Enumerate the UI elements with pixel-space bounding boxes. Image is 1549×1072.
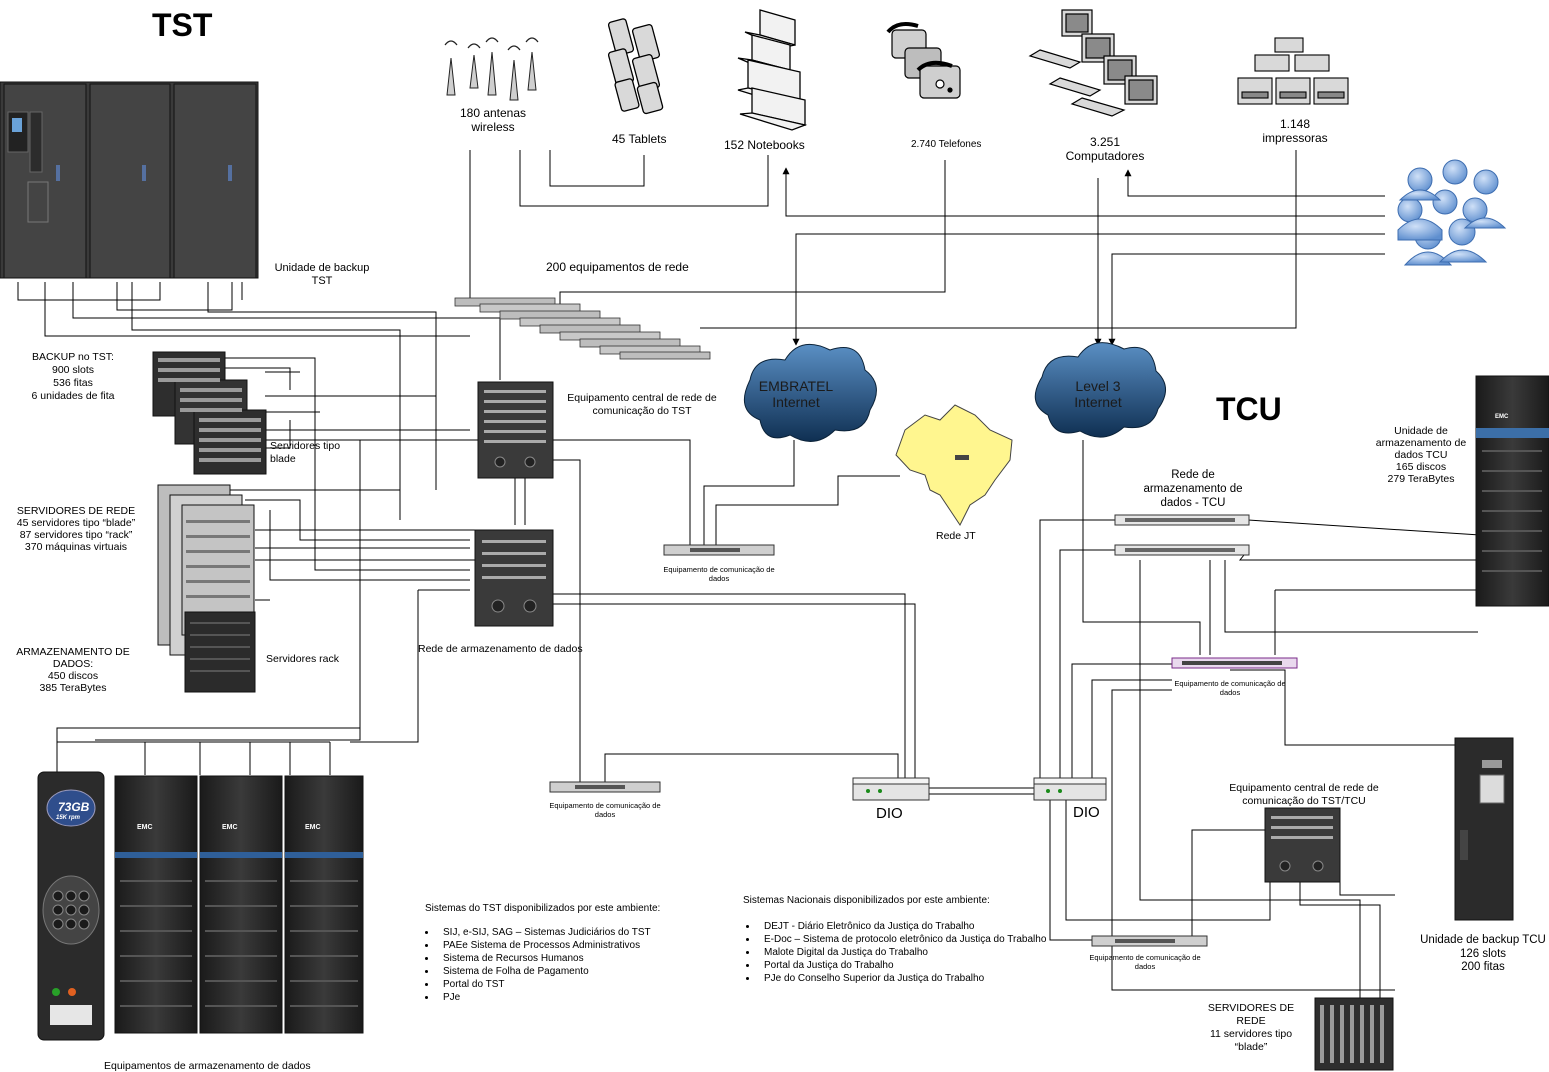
tcu-san-switches bbox=[1114, 514, 1250, 556]
dio-tcu-label: DIO bbox=[1073, 804, 1100, 821]
tablets-label: 45 Tablets bbox=[612, 132, 667, 146]
antennas-label: 180 antenas wireless bbox=[459, 106, 527, 134]
users-group-icon bbox=[1397, 159, 1507, 266]
dio-tst bbox=[852, 777, 930, 801]
brazil-map-icon bbox=[895, 404, 1013, 526]
national-systems-list: DEJT - Diário Eletrônico da Justiça do T… bbox=[738, 920, 1048, 985]
tst-backup-library bbox=[0, 81, 259, 279]
notebooks-icon bbox=[737, 9, 808, 131]
national-systems-title: Sistemas Nacionais disponibilizados por … bbox=[743, 895, 990, 906]
list-item: PJe do Conselho Superior da Justiça do T… bbox=[758, 972, 1048, 985]
list-item: Portal do TST bbox=[437, 978, 697, 991]
printers-label: 1.148 impressoras bbox=[1262, 117, 1328, 145]
tcu-comm-equipment-1 bbox=[1171, 657, 1298, 669]
tcu-san-label: Rede de armazenamento de dados - TCU bbox=[1143, 469, 1243, 509]
telephones-label: 2.740 Telefones bbox=[911, 139, 982, 150]
network-switches-stack bbox=[454, 297, 711, 360]
emc-logo-tcu: EMC bbox=[1495, 414, 1509, 420]
list-item: Portal da Justiça do Trabalho bbox=[758, 959, 1048, 972]
list-item: PAEe Sistema de Processos Administrativo… bbox=[437, 939, 697, 952]
tape-drive-icon bbox=[37, 771, 105, 1041]
tst-core-switch bbox=[477, 381, 554, 479]
dio-tst-label: DIO bbox=[876, 805, 903, 822]
tst-comm-equipment-1-label: Equipamento de comunicação de dados bbox=[663, 565, 775, 583]
emc-logo-3: EMC bbox=[305, 824, 321, 831]
tcu-comm-equipment-2-label: Equipamento de comunicação de dados bbox=[1089, 953, 1201, 971]
tst-san-label: Rede de armazenamento de dados bbox=[418, 643, 583, 655]
dio-tcu bbox=[1033, 777, 1107, 801]
tst-backup-unit-label: Unidade de backup TST bbox=[274, 262, 370, 287]
list-item: DEJT - Diário Eletrônico da Justiça do T… bbox=[758, 920, 1048, 933]
tcu-blade-servers bbox=[1314, 997, 1394, 1071]
tst-storage-racks bbox=[114, 775, 364, 1034]
tst-rack-servers bbox=[157, 484, 256, 693]
tst-systems-title: Sistemas do TST disponibilizados por est… bbox=[425, 903, 661, 914]
tcu-comm-equipment-2 bbox=[1091, 935, 1208, 947]
tcu-servers-label: SERVIDORES DE REDE 11 servidores tipo “b… bbox=[1207, 1002, 1295, 1053]
list-item: SIJ, e-SIJ, SAG – Sistemas Judiciários d… bbox=[437, 926, 697, 939]
tst-backup-info-label: BACKUP no TST: 900 slots 536 fitas 6 uni… bbox=[31, 351, 115, 402]
tcu-core-label: Equipamento central de rede de comunicaç… bbox=[1229, 782, 1379, 807]
tst-storage-info-label: ARMAZENAMENTO DE DADOS: 450 discos 385 T… bbox=[16, 646, 130, 694]
list-item: Sistema de Recursos Humanos bbox=[437, 952, 697, 965]
level3-cloud-icon bbox=[1034, 342, 1166, 438]
tst-comm-equipment-2-label: Equipamento de comunicação de dados bbox=[549, 801, 661, 819]
tcu-storage-unit-label: Unidade de armazenamento de dados TCU 16… bbox=[1375, 425, 1467, 485]
computers-label: 3.251 Computadores bbox=[1065, 135, 1145, 163]
tcu-comm-equipment-1-label: Equipamento de comunicação de dados bbox=[1174, 679, 1286, 697]
connection-lines bbox=[17, 150, 1481, 1000]
printers-icon bbox=[1237, 37, 1349, 105]
tst-blade-servers bbox=[152, 351, 267, 475]
tst-comm-equipment-2 bbox=[549, 781, 661, 793]
tst-storage-equipment-label: Equipamentos de armazenamento de dados bbox=[104, 1060, 311, 1072]
tst-title: TST bbox=[152, 7, 213, 43]
notebooks-label: 152 Notebooks bbox=[724, 138, 805, 152]
tcu-title: TCU bbox=[1216, 391, 1282, 427]
tst-blade-servers-label: Servidores tipo blade bbox=[270, 440, 341, 465]
tablets-icon bbox=[607, 18, 664, 115]
embratel-cloud-label: EMBRATEL Internet bbox=[758, 378, 834, 410]
tst-comm-equipment-1 bbox=[663, 544, 775, 556]
tst-core-label: Equipamento central de rede de comunicaç… bbox=[567, 392, 717, 417]
tst-systems-list: SIJ, e-SIJ, SAG – Sistemas Judiciários d… bbox=[417, 926, 697, 1004]
tape-speed-label: 15K rpm bbox=[56, 815, 81, 821]
embratel-cloud-icon bbox=[743, 343, 877, 442]
emc-logo-2: EMC bbox=[222, 824, 238, 831]
telephones-icon bbox=[886, 22, 961, 99]
emc-logo-1: EMC bbox=[137, 824, 153, 831]
network-devices-label: 200 equipamentos de rede bbox=[546, 260, 689, 274]
list-item: Sistema de Folha de Pagamento bbox=[437, 965, 697, 978]
tcu-backup-unit-label: Unidade de backup TCU 126 slots 200 fita… bbox=[1420, 934, 1546, 973]
list-item: PJe bbox=[437, 991, 697, 1004]
tcu-core-switch bbox=[1264, 807, 1341, 883]
wireless-antenna-icon bbox=[444, 37, 539, 101]
tst-servers-info-label: SERVIDORES DE REDE 45 servidores tipo “b… bbox=[16, 505, 136, 553]
list-item: E-Doc – Sistema de protocolo eletrônico … bbox=[758, 933, 1048, 946]
tcu-storage-rack bbox=[1475, 375, 1549, 607]
tcu-backup-library bbox=[1454, 737, 1514, 921]
tst-rack-servers-label: Servidores rack bbox=[266, 653, 339, 665]
computers-icon bbox=[1028, 9, 1158, 117]
tape-capacity-label: 73GB bbox=[58, 800, 90, 814]
list-item: Malote Digital da Justiça do Trabalho bbox=[758, 946, 1048, 959]
level3-cloud-label: Level 3 Internet bbox=[1074, 378, 1122, 410]
tst-san-switch bbox=[474, 529, 554, 627]
rede-jt-label: Rede JT bbox=[936, 530, 976, 542]
